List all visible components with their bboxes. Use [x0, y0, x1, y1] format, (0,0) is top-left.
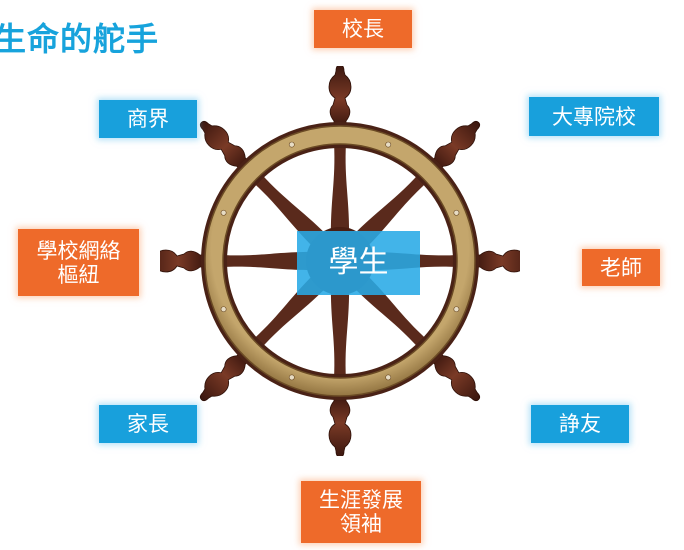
node-career-leader: 生涯發展 領袖: [301, 481, 421, 543]
wheel-rivets: [220, 141, 460, 381]
node-school-network-hub: 學校網絡 樞紐: [18, 229, 139, 296]
diagram-title: 生命的舵手: [0, 20, 160, 58]
node-true-friends: 諍友: [531, 405, 629, 443]
wheel-rivet: [220, 306, 227, 313]
ship-wheel-graphic: [160, 66, 520, 456]
wheel-rivet: [385, 374, 392, 381]
node-universities: 大專院校: [529, 97, 659, 136]
wheel-rivet: [288, 141, 295, 148]
wheel-spoke: [160, 249, 320, 273]
node-business: 商界: [99, 100, 197, 138]
node-parents: 家長: [99, 405, 197, 443]
wheel-rivet: [453, 306, 460, 313]
wheel-brass-ring: [205, 126, 475, 396]
wheel-rivet: [288, 374, 295, 381]
wheel-spoke: [328, 66, 352, 241]
wheel-rivet: [220, 209, 227, 216]
node-principal: 校長: [314, 10, 412, 48]
wheel-rivet: [453, 209, 460, 216]
wheel-spoke: [328, 281, 352, 456]
node-student-center: 學生: [297, 231, 420, 295]
wheel-rivet: [385, 141, 392, 148]
wheel-spokes: [160, 66, 520, 456]
node-teachers: 老師: [582, 249, 660, 286]
